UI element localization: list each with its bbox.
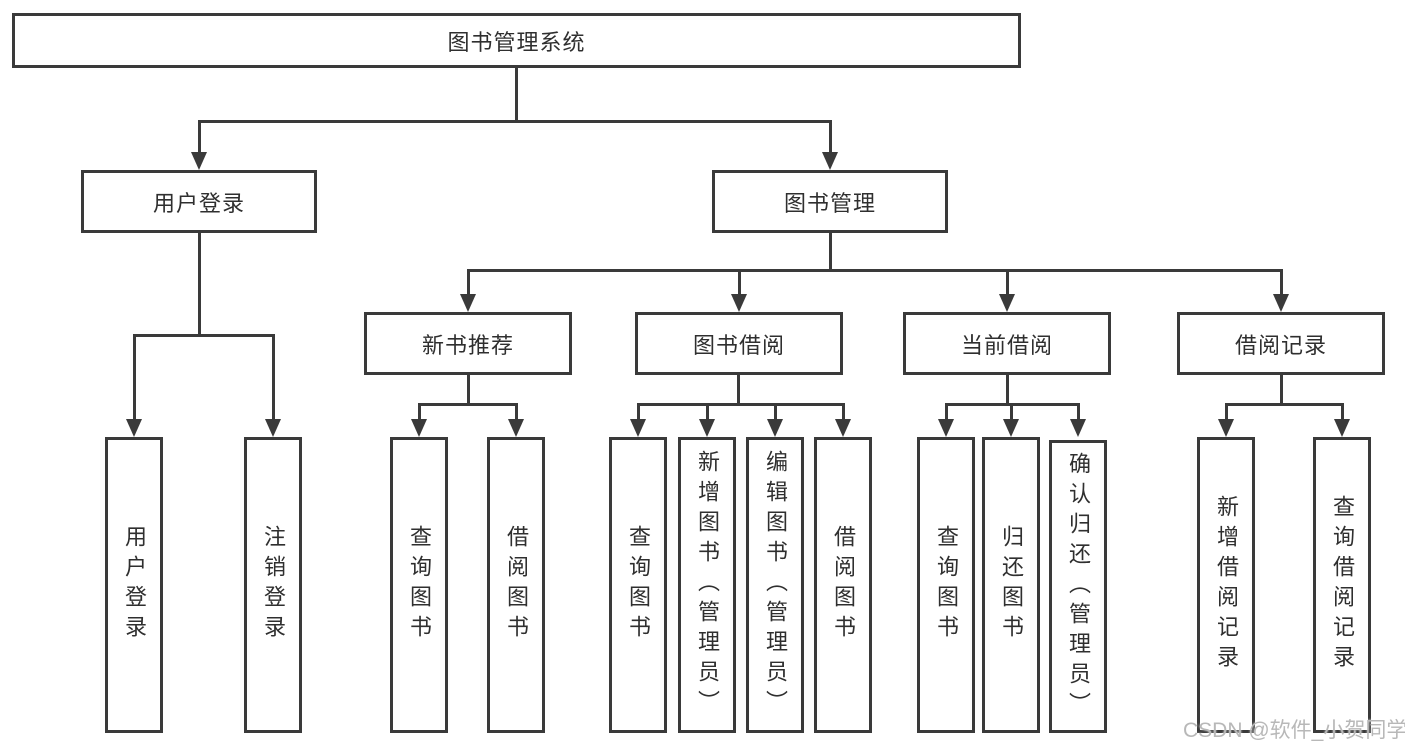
leaf-query-books-3: 查询图书 (917, 437, 975, 733)
arrowhead-g3-c2 (1003, 419, 1019, 437)
arrowhead-login (126, 419, 142, 437)
leaf-label: 编辑图书（管理员） (763, 450, 788, 720)
edge-root-stem (515, 68, 518, 123)
leaf-borrow-books-1: 借阅图书 (487, 437, 545, 733)
edge-g1-c2 (515, 403, 518, 419)
arrowhead-g2-c1 (630, 419, 646, 437)
edge-to-borrow-records (1280, 269, 1283, 294)
edge-g3-c2 (1010, 403, 1013, 419)
arrowhead-g3-c3 (1070, 419, 1086, 437)
leaf-label: 注销登录 (261, 525, 286, 645)
arrowhead-current-borrow (999, 294, 1015, 312)
edge-g4-c2 (1341, 403, 1344, 419)
leaf-label: 确认归还（管理员） (1066, 451, 1091, 722)
arrowhead-g4-c2 (1334, 419, 1350, 437)
arrowhead-borrow-records (1273, 294, 1289, 312)
leaf-label: 查询图书 (407, 525, 432, 645)
edge-g3-stem (1006, 375, 1009, 406)
arrowhead-g1-c1 (411, 419, 427, 437)
edge-to-new-book-rec (467, 269, 470, 294)
arrowhead-book-management (822, 152, 838, 170)
arrowhead-g3-c1 (938, 419, 954, 437)
edge-g1-c1 (418, 403, 421, 419)
leaf-label: 查询借阅记录 (1330, 495, 1355, 675)
edge-to-logout (272, 334, 275, 419)
node-book-management: 图书管理 (712, 170, 948, 233)
leaf-label: 新增借阅记录 (1214, 495, 1239, 675)
arrowhead-book-borrow (731, 294, 747, 312)
arrowhead-g1-c2 (508, 419, 524, 437)
leaf-label: 借阅图书 (831, 525, 856, 645)
edge-user-login-stem (198, 233, 201, 337)
edge-g2-c4 (842, 403, 845, 419)
leaf-label: 归还图书 (999, 525, 1024, 645)
edge-g3-c3 (1077, 403, 1080, 419)
arrowhead-logout (265, 419, 281, 437)
leaf-label: 查询图书 (934, 525, 959, 645)
leaf-add-book-admin: 新增图书（管理员） (678, 437, 736, 733)
leaf-label: 用户登录 (122, 525, 147, 645)
edge-book-mgmt-hbar (467, 269, 1283, 272)
arrowhead-g2-c4 (835, 419, 851, 437)
leaf-add-borrow-record: 新增借阅记录 (1197, 437, 1255, 733)
leaf-return-book: 归还图书 (982, 437, 1040, 733)
watermark: CSDN @软件_小贺同学 (1183, 719, 1405, 742)
edge-root-hbar (198, 120, 831, 123)
edge-to-book-management (829, 120, 832, 152)
edge-user-login-hbar (133, 334, 275, 337)
arrowhead-g4-c1 (1218, 419, 1234, 437)
edge-g4-c1 (1225, 403, 1228, 419)
node-label: 当前借阅 (960, 332, 1053, 358)
leaf-logout: 注销登录 (244, 437, 302, 733)
leaf-query-borrow-record: 查询借阅记录 (1313, 437, 1371, 733)
node-library-management-system: 图书管理系统 (12, 13, 1021, 68)
edge-g2-c3 (774, 403, 777, 419)
leaf-label: 借阅图书 (504, 525, 529, 645)
arrowhead-g2-c2 (699, 419, 715, 437)
leaf-label: 新增图书（管理员） (695, 450, 720, 720)
node-label: 图书管理系统 (447, 29, 586, 55)
edge-g4-hbar (1225, 403, 1344, 406)
leaf-query-books-2: 查询图书 (609, 437, 667, 733)
leaf-borrow-books-2: 借阅图书 (814, 437, 872, 733)
edge-to-current-borrow (1006, 269, 1009, 294)
edge-g4-stem (1280, 375, 1283, 406)
node-label: 用户登录 (152, 190, 245, 216)
node-label: 新书推荐 (421, 332, 514, 358)
edge-g2-hbar (637, 403, 845, 406)
leaf-edit-book-admin: 编辑图书（管理员） (746, 437, 804, 733)
arrowhead-user-login (191, 152, 207, 170)
edge-g2-c1 (637, 403, 640, 419)
edge-g3-c1 (945, 403, 948, 419)
leaf-label: 查询图书 (626, 525, 651, 645)
node-book-borrowing: 图书借阅 (635, 312, 843, 375)
arrowhead-g2-c3 (767, 419, 783, 437)
leaf-query-books-1: 查询图书 (390, 437, 448, 733)
node-label: 图书管理 (783, 190, 876, 216)
node-label: 图书借阅 (692, 332, 785, 358)
leaf-user-login: 用户登录 (105, 437, 163, 733)
arrowhead-new-book-rec (460, 294, 476, 312)
edge-to-user-login (198, 120, 201, 152)
edge-to-book-borrow (738, 269, 741, 294)
edge-book-mgmt-stem (829, 233, 832, 272)
edge-g2-stem (737, 375, 740, 406)
edge-to-login (133, 334, 136, 419)
leaf-confirm-return-admin: 确认归还（管理员） (1049, 440, 1107, 733)
node-label: 借阅记录 (1234, 332, 1327, 358)
edge-g1-hbar (418, 403, 518, 406)
edge-g1-stem (467, 375, 470, 406)
node-new-book-recommend: 新书推荐 (364, 312, 572, 375)
node-user-login: 用户登录 (81, 170, 317, 233)
edge-g2-c2 (706, 403, 709, 419)
node-borrowing-records: 借阅记录 (1177, 312, 1385, 375)
node-current-borrowing: 当前借阅 (903, 312, 1111, 375)
